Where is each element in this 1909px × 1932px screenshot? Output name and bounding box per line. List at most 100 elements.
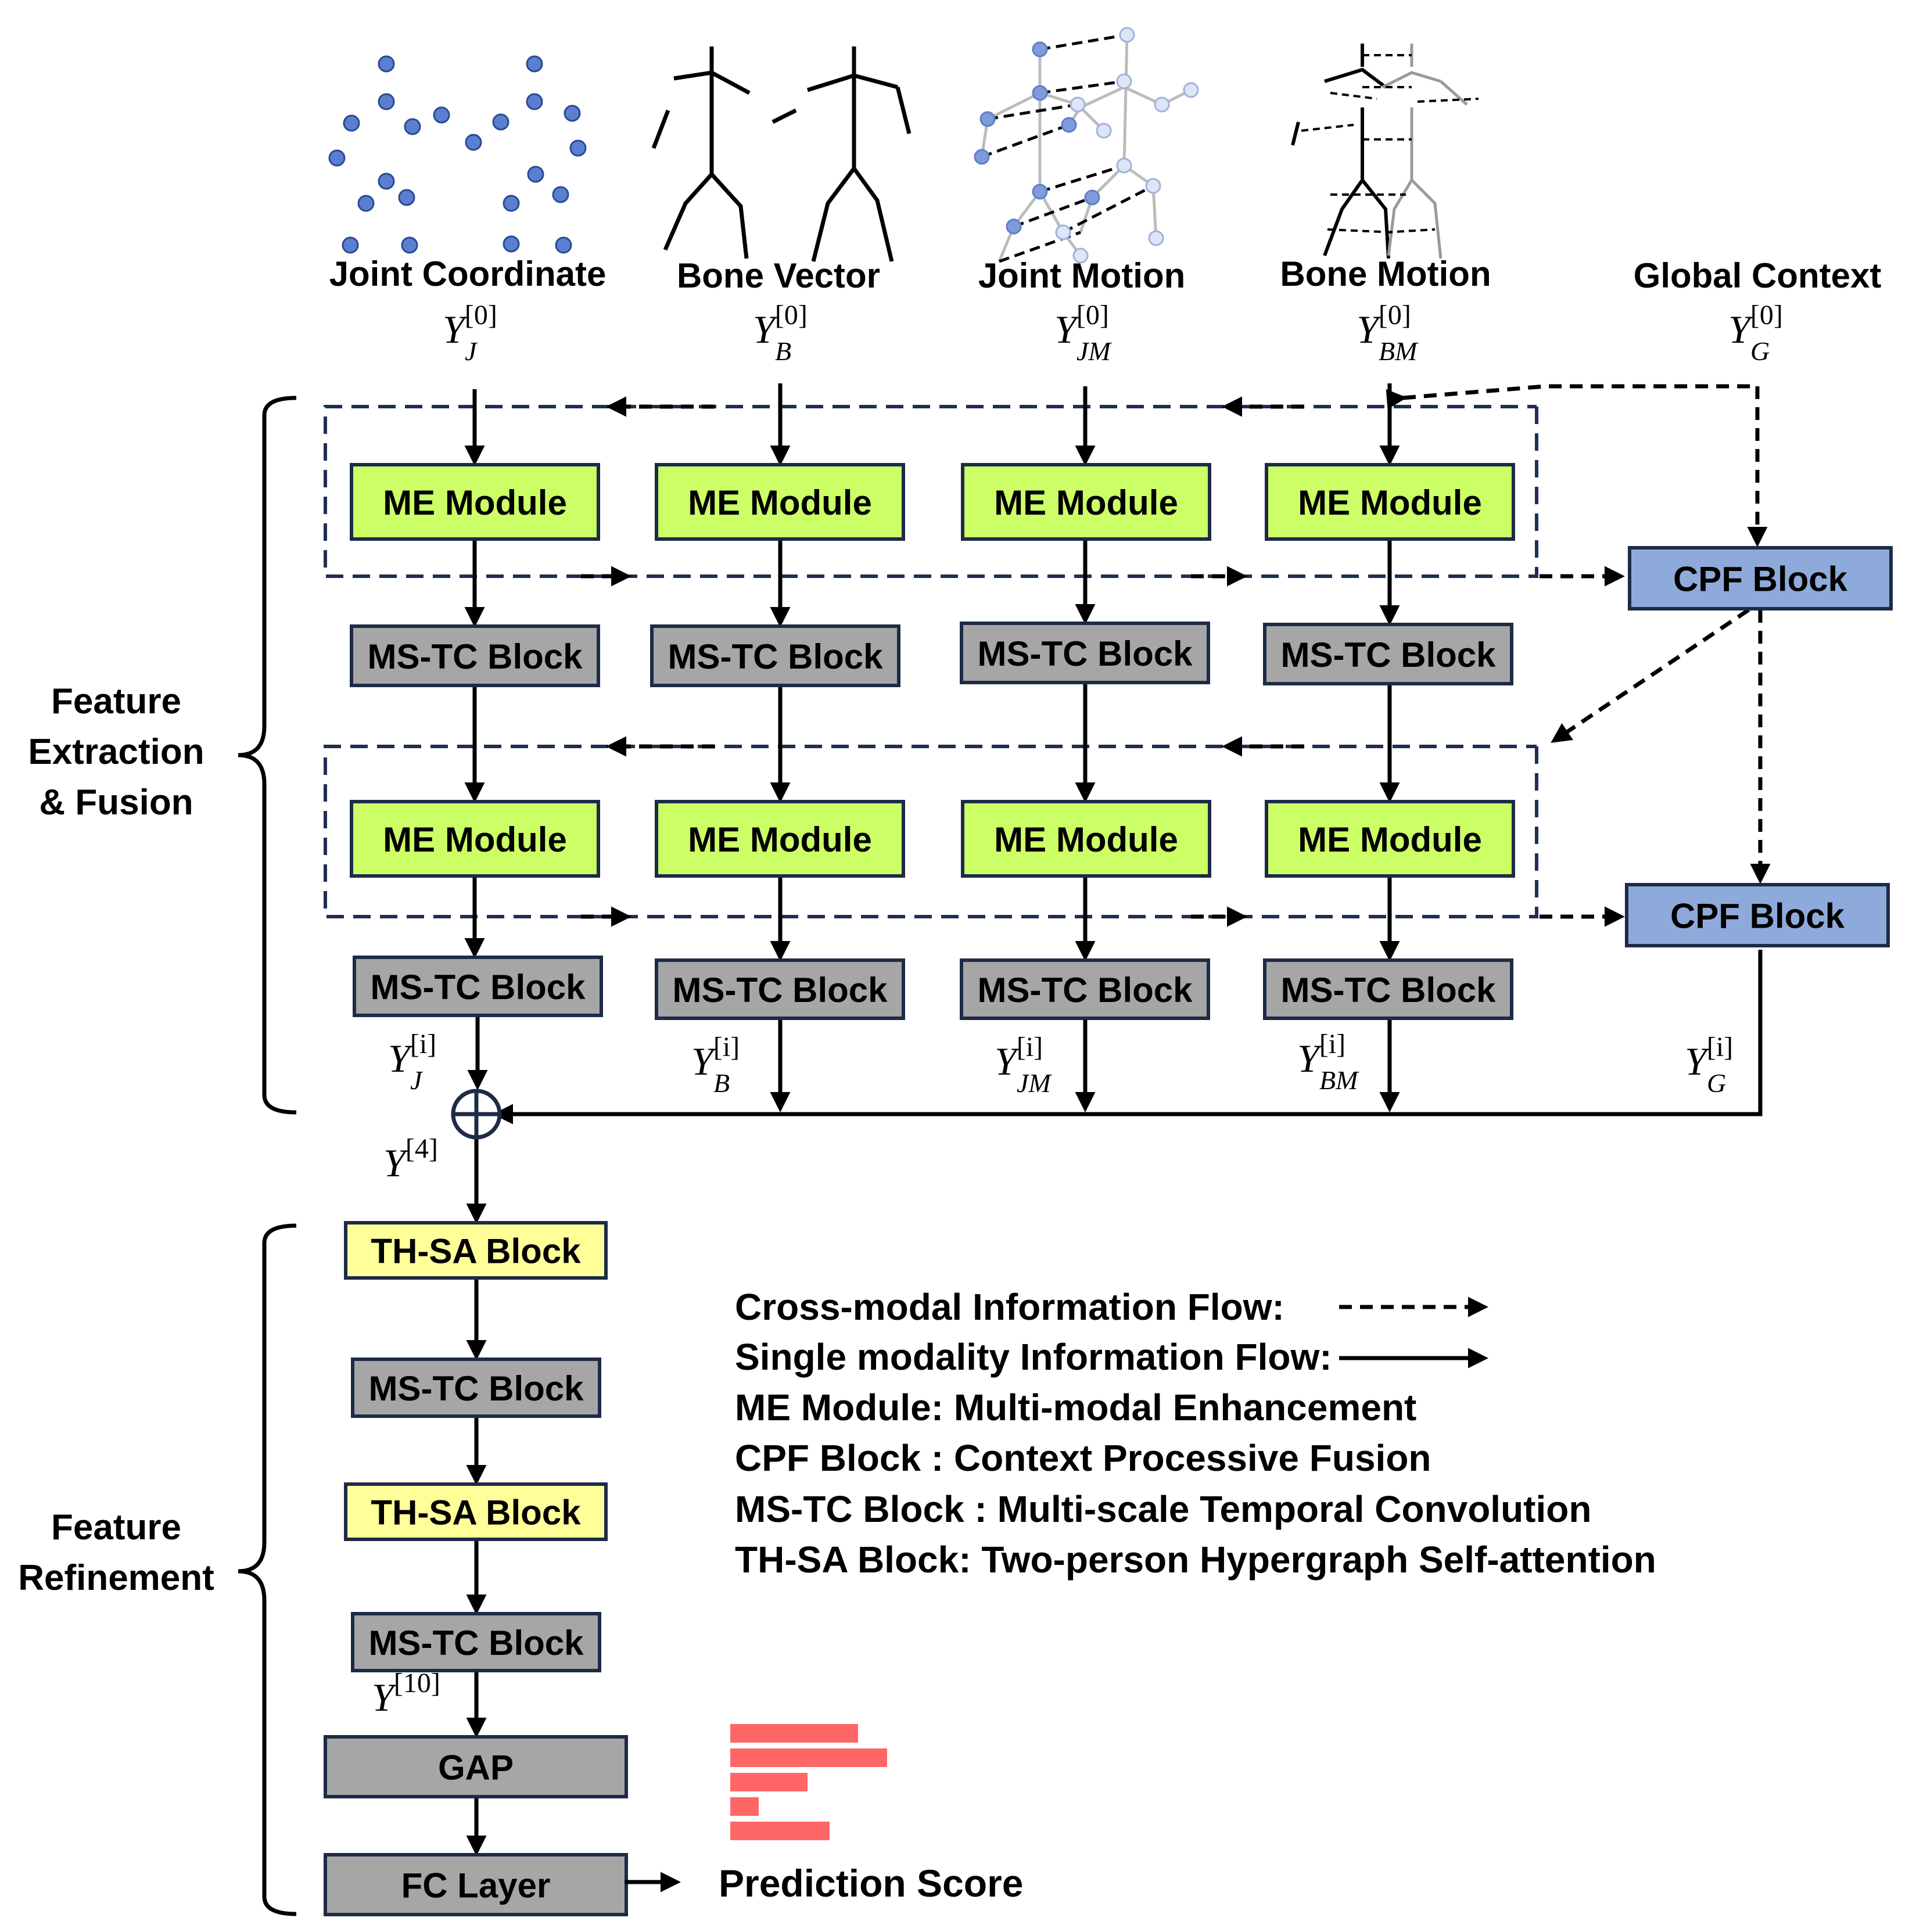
th-sa-block-label: TH-SA Block: [371, 1232, 581, 1271]
cross-modal-frame-lower: [324, 745, 1538, 918]
modality-output-symbol-symbol: Y: [388, 1036, 414, 1080]
ms-tc-block: MS-TC Block: [650, 624, 900, 687]
joint-dot-icon: [564, 105, 581, 122]
modality-output-symbol-subscript: B: [713, 1068, 730, 1098]
me-module: ME Module: [961, 463, 1211, 541]
joint-dot-icon: [555, 236, 572, 254]
ms-tc-block: MS-TC Block: [1263, 623, 1513, 685]
fused-feature-symbol-superscript: [4]: [406, 1133, 438, 1164]
modality-input-symbol-symbol: Y: [1054, 307, 1080, 351]
joint-dot-icon: [404, 118, 421, 135]
ms-tc-block: MS-TC Block: [655, 958, 905, 1020]
me-module-label: ME Module: [1298, 820, 1482, 859]
modality-output-symbol-symbol: Y: [1297, 1036, 1323, 1080]
modality-input-symbol-superscript: [0]: [775, 300, 808, 331]
joint-dot-icon: [503, 195, 520, 212]
ms-tc-block: MS-TC Block: [351, 1358, 601, 1418]
joint-dot-icon: [401, 236, 418, 254]
joint-dot-icon: [569, 139, 587, 157]
modality-input-symbol-superscript: [0]: [465, 300, 497, 331]
prediction-bar: [730, 1748, 887, 1767]
modality-input-symbol-subscript: G: [1750, 336, 1770, 366]
ms-tc-block-box: [960, 622, 1210, 684]
stage-label-refinement: Refinement: [18, 1558, 214, 1598]
gap-block-label: GAP: [438, 1748, 514, 1787]
joint-dot-icon: [492, 113, 509, 131]
modality-input-symbol-superscript: [0]: [1379, 300, 1411, 331]
joint-dot-icon: [527, 166, 544, 183]
ms-tc-block-label: MS-TC Block: [367, 637, 583, 676]
joint-dot-icon: [526, 55, 543, 73]
refined-feature-symbol-symbol: Y: [372, 1675, 397, 1719]
me-module-box: [350, 463, 600, 541]
modality-input-symbol-subscript: B: [775, 336, 791, 366]
modality-output-symbol-symbol: Y: [995, 1039, 1020, 1083]
modality-output-symbol-superscript: [i]: [410, 1029, 436, 1060]
fusion-sum-icon: [451, 1089, 502, 1140]
joint-dot-icon: [465, 134, 482, 151]
me-module-label: ME Module: [383, 483, 567, 522]
joint-motion-illustration: [974, 27, 1199, 264]
stage-label-extraction: Feature: [51, 681, 181, 721]
me-module-box: [1265, 463, 1515, 541]
ms-tc-block-box: [351, 1358, 601, 1418]
ms-tc-block-label: MS-TC Block: [977, 634, 1193, 673]
joint-dot-icon: [378, 55, 395, 73]
modality-input-symbol-subscript: JM: [1076, 336, 1112, 366]
ms-tc-block: MS-TC Block: [351, 1612, 601, 1672]
prediction-bar: [730, 1773, 808, 1791]
th-sa-block-box: [344, 1221, 608, 1280]
stage-label-refinement: Feature: [51, 1507, 181, 1547]
cpf-block-box: [1628, 546, 1893, 611]
refined-feature-symbol-superscript: [10]: [394, 1668, 440, 1698]
cpf-block: CPF Block: [1625, 883, 1890, 947]
modality-output-symbol: Y[i]: [691, 1032, 740, 1083]
joint-dot-icon: [503, 235, 520, 253]
ms-tc-block: MS-TC Block: [960, 622, 1210, 684]
me-module: ME Module: [655, 800, 905, 878]
modality-label: Joint Motion: [978, 256, 1186, 295]
gap-block-box: [324, 1735, 628, 1798]
ms-tc-block: MS-TC Block: [350, 624, 600, 687]
joint-coordinate-illustration: [328, 55, 587, 254]
fusion-line: [493, 950, 1763, 1125]
ms-tc-block: MS-TC Block: [1263, 958, 1513, 1020]
me-module-label: ME Module: [688, 483, 872, 522]
modality-input-symbol-symbol: Y: [443, 307, 468, 351]
modality-output-symbol-symbol: Y: [691, 1039, 717, 1083]
gap-block: GAP: [324, 1735, 628, 1798]
modality-output-symbol-superscript: [i]: [713, 1032, 740, 1062]
modality-input-symbol-superscript: [0]: [1750, 300, 1783, 331]
me-module: ME Module: [1265, 463, 1515, 541]
legend-definition: MS-TC Block : Multi-scale Temporal Convo…: [735, 1488, 1591, 1530]
fc-layer-block: FC Layer: [324, 1853, 628, 1916]
ms-tc-block-label: MS-TC Block: [1280, 971, 1496, 1010]
me-module-box: [350, 800, 600, 878]
modality-input-symbol: Y[0]: [753, 300, 808, 351]
stage-label-extraction: & Fusion: [39, 782, 193, 823]
me-module-label: ME Module: [994, 820, 1178, 859]
joint-dot-icon: [398, 189, 415, 206]
joint-dot-icon: [378, 93, 395, 110]
single-modality-arrows: [464, 383, 1400, 1856]
stage-label-extraction: Extraction: [28, 732, 204, 772]
modality-output-symbol-subscript: J: [410, 1065, 424, 1095]
prediction-bar: [730, 1797, 759, 1816]
legend-cross-modal: Cross-modal Information Flow:: [735, 1286, 1284, 1328]
me-module-box: [961, 463, 1211, 541]
modality-output-symbol-superscript: [i]: [1017, 1032, 1043, 1062]
modality-input-symbol-subscript: J: [465, 336, 478, 366]
legend-definition: TH-SA Block: Two-person Hypergraph Self-…: [735, 1539, 1656, 1581]
me-module-label: ME Module: [688, 820, 872, 859]
prediction-score-label: Prediction Score: [719, 1862, 1024, 1905]
ms-tc-block-box: [351, 1612, 601, 1672]
modality-output-symbol: Y[i]: [1685, 1032, 1733, 1083]
modality-output-symbol: Y[i]: [995, 1032, 1043, 1083]
modality-input-symbol: Y[0]: [1728, 300, 1783, 351]
modality-output-symbol-subscript: JM: [1017, 1068, 1052, 1098]
modality-label: Global Context: [1634, 256, 1882, 295]
fused-feature-symbol: Y[4]: [383, 1133, 438, 1185]
me-module: ME Module: [655, 463, 905, 541]
me-module-label: ME Module: [994, 483, 1178, 522]
